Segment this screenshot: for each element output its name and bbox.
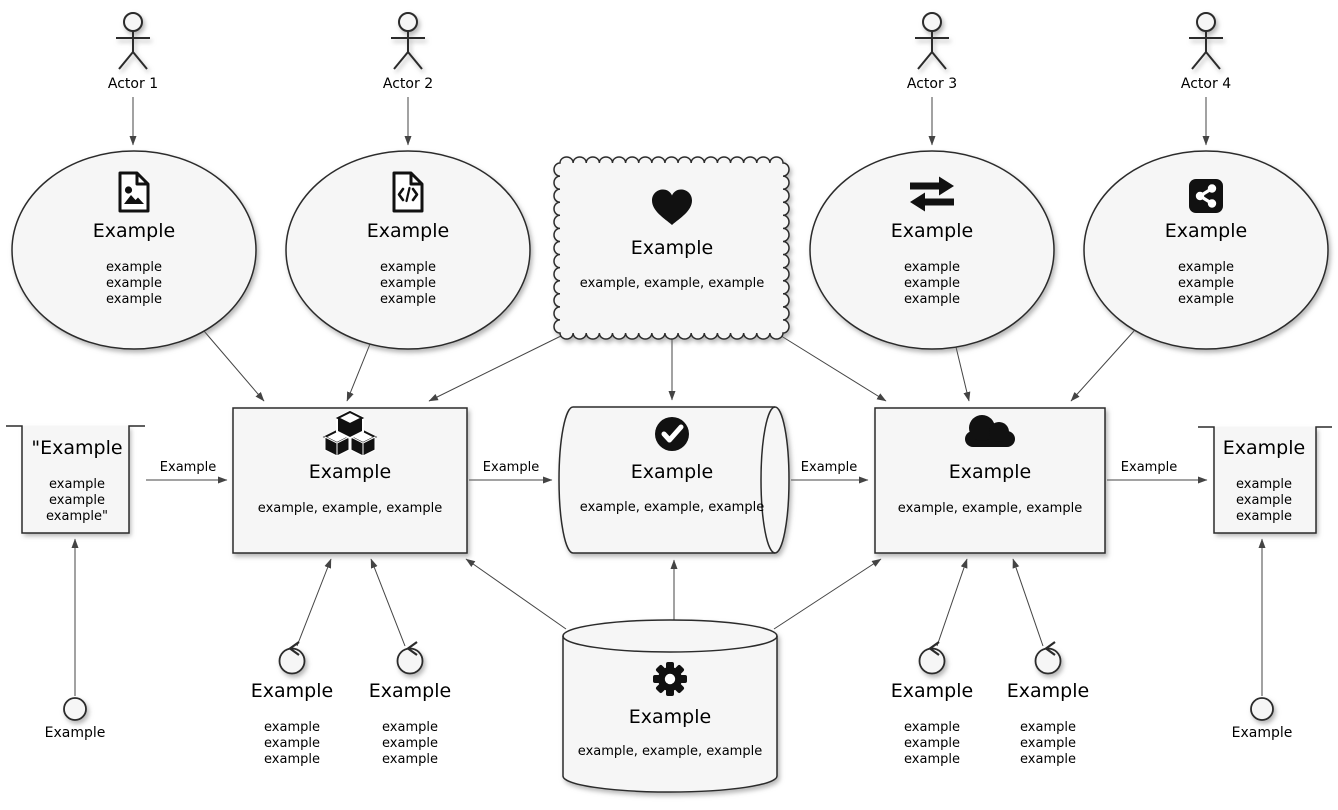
edge-label-2: Example [482, 460, 540, 475]
actor-2-label: Actor 2 [382, 76, 434, 92]
control-3-icon [918, 641, 946, 675]
usecase-2-ellipse [285, 150, 531, 350]
usecase-2-title: Example [366, 220, 450, 242]
node-3-title: Example [948, 461, 1032, 483]
actor-3-figure [915, 12, 949, 70]
edge-database-node3 [773, 558, 882, 630]
control-2-title: Example [368, 680, 452, 702]
database-shape [562, 619, 778, 793]
swap-arrows-icon [910, 176, 954, 212]
cloud-icon [965, 415, 1015, 447]
interface-1-circle [63, 697, 87, 721]
usecase-4-title: Example [1164, 220, 1248, 242]
interface-2-label: Example [1231, 725, 1293, 741]
actor-4-figure [1189, 12, 1223, 70]
edge-cloud-node3 [777, 333, 887, 402]
check-circle-icon [655, 417, 689, 451]
edge-cloud-node1 [428, 333, 566, 402]
control-1-title: Example [250, 680, 334, 702]
usecase-1-details: example example example [106, 260, 162, 307]
edge-usecase2-node1 [346, 343, 371, 402]
cloud-title: Example [630, 237, 714, 259]
card-2-details: example example example [1236, 477, 1292, 524]
usecase-4-ellipse [1083, 150, 1329, 350]
queue-details: example, example, example [579, 500, 765, 515]
edge-control4-node3 [1012, 558, 1044, 647]
queue-shape [558, 406, 790, 554]
control-2-icon [396, 641, 424, 675]
control-3-title: Example [890, 680, 974, 702]
usecase-1-ellipse [11, 150, 257, 350]
cubes-icon [322, 409, 378, 457]
interface-1-label: Example [44, 725, 106, 741]
file-code-icon [392, 171, 424, 213]
card-2-shape [1198, 426, 1332, 534]
usecase-2-details: example example example [380, 260, 436, 307]
edge-control3-node3 [936, 558, 968, 647]
edges [71, 97, 1266, 696]
gear-icon [653, 662, 687, 696]
card-1-details: example example example" [46, 477, 108, 524]
interface-2-circle [1250, 697, 1274, 721]
database-title: Example [628, 706, 712, 728]
edge-label-4: Example [1120, 460, 1178, 475]
control-1-icon [278, 641, 306, 675]
usecase-1-title: Example [92, 220, 176, 242]
edge-database-node1 [465, 558, 567, 630]
edge-usecase3-node3 [955, 346, 971, 402]
control-4-icon [1034, 641, 1062, 675]
node-1-title: Example [308, 461, 392, 483]
actor-2-figure [391, 12, 425, 70]
card-2-title: Example [1222, 437, 1306, 459]
card-1-shape [6, 425, 145, 534]
usecase-4-details: example example example [1178, 260, 1234, 307]
heart-icon [652, 189, 692, 225]
usecase-3-ellipse [809, 150, 1055, 350]
control-4-title: Example [1006, 680, 1090, 702]
usecase-3-details: example example example [904, 260, 960, 307]
actor-3-label: Actor 3 [906, 76, 958, 92]
queue-title: Example [630, 461, 714, 483]
node-1-details: example, example, example [257, 501, 443, 516]
actor-1-label: Actor 1 [107, 76, 159, 92]
usecase-3-title: Example [890, 220, 974, 242]
share-square-icon [1189, 179, 1223, 213]
control-2-details: example example example [382, 720, 438, 767]
edge-label-3: Example [800, 460, 858, 475]
cloud-details: example, example, example [579, 276, 765, 291]
control-3-details: example example example [904, 720, 960, 767]
cloud-shape [553, 156, 790, 340]
control-1-details: example example example [264, 720, 320, 767]
edge-control1-node1 [296, 558, 332, 647]
edge-usecase4-node3 [1070, 330, 1135, 402]
actor-4-label: Actor 4 [1180, 76, 1232, 92]
control-4-details: example example example [1020, 720, 1076, 767]
node-3-details: example, example, example [897, 501, 1083, 516]
actor-1-figure [116, 12, 150, 70]
card-1-title: "Example [31, 437, 123, 459]
edge-usecase1-node1 [203, 330, 265, 402]
database-details: example, example, example [577, 744, 763, 759]
edge-label-1: Example [159, 460, 217, 475]
edge-control2-node1 [370, 558, 406, 647]
file-image-icon [118, 171, 150, 213]
